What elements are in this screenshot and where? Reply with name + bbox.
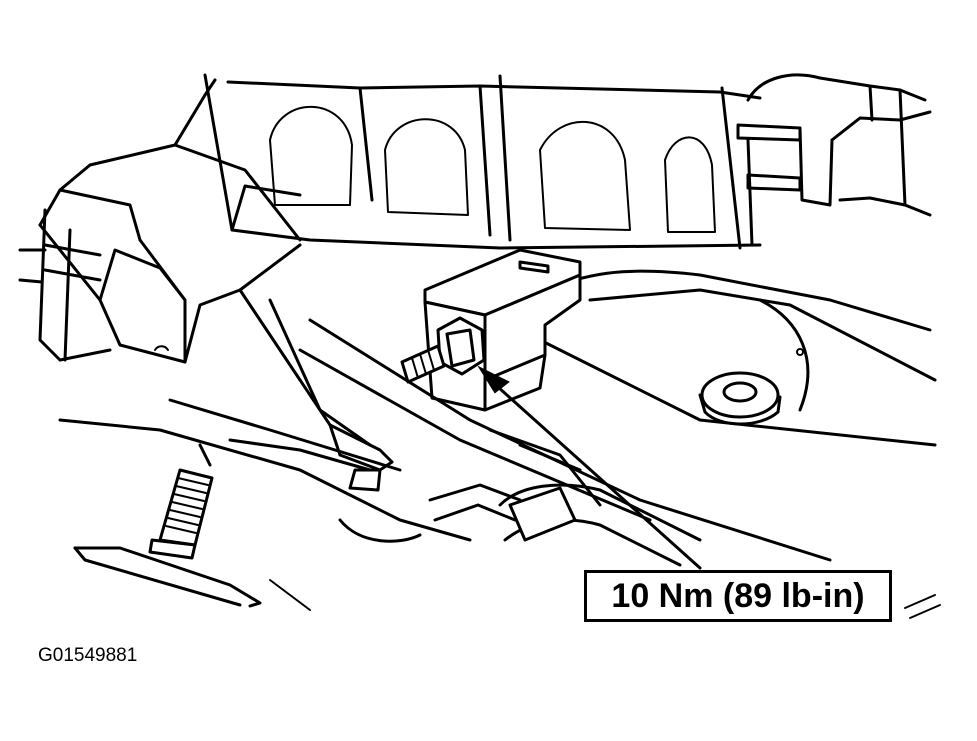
cross-member — [38, 78, 394, 492]
transmission-pan — [538, 269, 937, 447]
pointer-arrow-icon — [477, 365, 702, 570]
frame-rail — [58, 318, 832, 562]
left-bracket — [18, 208, 169, 362]
hex-nut-and-stud — [400, 316, 486, 384]
electrical-connector — [736, 73, 932, 247]
threaded-stud — [148, 468, 214, 560]
figure-identifier: G01549881 — [38, 645, 138, 666]
wire-harness — [428, 428, 702, 567]
torque-callout-box: 10 Nm (89 lb-in) — [584, 570, 892, 622]
engine-housing — [203, 73, 762, 250]
torque-specification-label: 10 Nm (89 lb-in) — [611, 576, 865, 615]
floor-outline — [73, 443, 941, 619]
